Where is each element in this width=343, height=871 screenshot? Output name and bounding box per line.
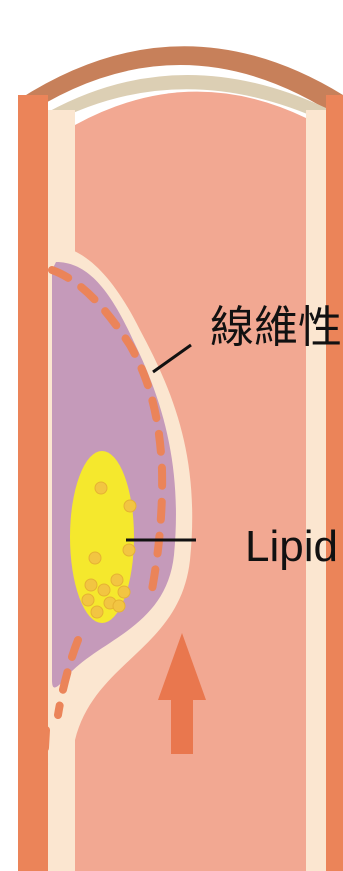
lipid-droplet	[113, 600, 125, 612]
fibrous-cap-label: 線維性	[210, 306, 342, 350]
intima-right	[306, 110, 326, 871]
lipid-droplet	[95, 482, 107, 494]
lipid-droplet	[124, 500, 136, 512]
lipid-core-label: Lipid	[245, 525, 338, 569]
lipid-droplet	[89, 552, 101, 564]
lipid-droplet	[91, 606, 103, 618]
flow-arrow-shaft	[171, 698, 193, 754]
vessel-wall-right	[326, 95, 343, 871]
lipid-droplet	[123, 544, 135, 556]
lipid-droplet	[118, 586, 130, 598]
lipid-droplet	[85, 579, 97, 591]
lipid-droplet	[111, 574, 123, 586]
lipid-droplet	[98, 584, 110, 596]
lipid-droplet	[82, 594, 94, 606]
